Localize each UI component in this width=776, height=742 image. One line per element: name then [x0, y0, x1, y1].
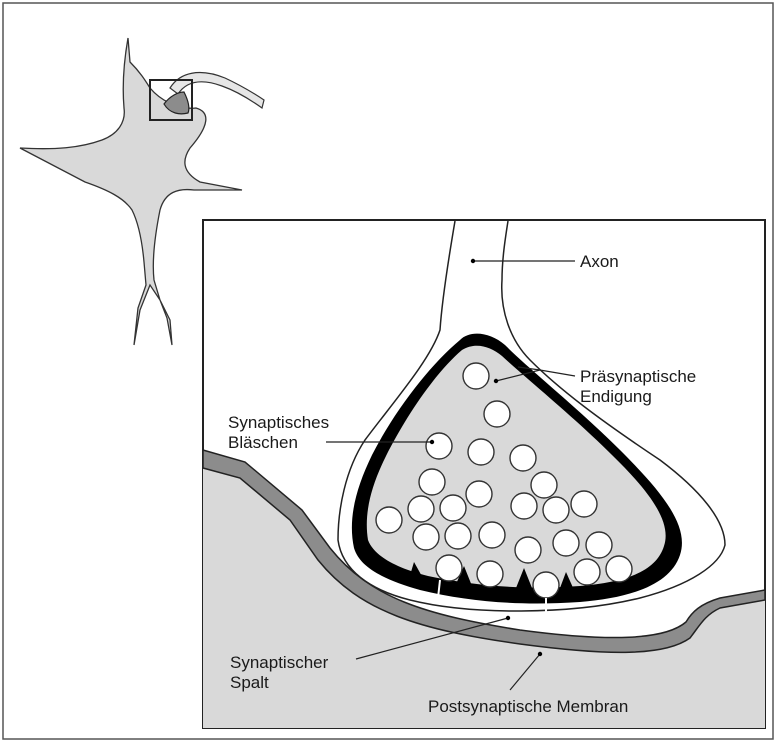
vesicle [586, 532, 612, 558]
label-axon: Axon [580, 252, 619, 271]
leader-dot [506, 616, 510, 620]
vesicle [436, 555, 462, 581]
vesicle [413, 524, 439, 550]
vesicle [408, 496, 434, 522]
label-cleft-line2: Spalt [230, 673, 269, 692]
vesicle [468, 439, 494, 465]
vesicle [511, 493, 537, 519]
leader-dot [430, 440, 434, 444]
vesicle [571, 491, 597, 517]
vesicle [606, 556, 632, 582]
label-vesicle-line2: Bläschen [228, 433, 298, 452]
label-cleft-line1: Synaptischer [230, 653, 329, 672]
label-postsynaptic-membrane: Postsynaptische Membran [428, 697, 628, 716]
leader-dot [471, 259, 475, 263]
vesicle [531, 472, 557, 498]
vesicle [426, 433, 452, 459]
vesicle [419, 469, 445, 495]
vesicle [376, 507, 402, 533]
vesicle [574, 559, 600, 585]
leader-dot [538, 652, 542, 656]
vesicle [484, 401, 510, 427]
vesicle [466, 481, 492, 507]
vesicle [533, 572, 559, 598]
leader-dot [494, 379, 498, 383]
vesicle [440, 495, 466, 521]
vesicle [477, 561, 503, 587]
label-vesicle-line1: Synaptisches [228, 413, 329, 432]
vesicle [543, 497, 569, 523]
detail-panel: Axon Präsynaptische Endigung Synaptische… [203, 220, 765, 728]
vesicle [553, 530, 579, 556]
label-presynaptic-line2: Endigung [580, 387, 652, 406]
vesicle [479, 522, 505, 548]
vesicle [510, 445, 536, 471]
vesicle [515, 537, 541, 563]
vesicle [445, 523, 471, 549]
label-presynaptic-line1: Präsynaptische [580, 367, 696, 386]
vesicle [463, 363, 489, 389]
